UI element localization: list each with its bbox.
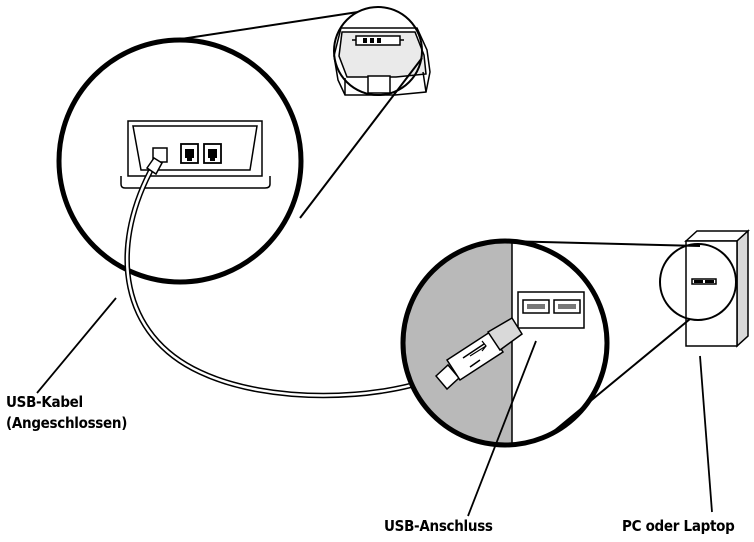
pc-zoom-line-bottom xyxy=(547,318,691,437)
pc-zoom-line-top xyxy=(504,240,701,247)
pc-label: PC oder Laptop xyxy=(622,517,735,535)
dock-zoom-circle xyxy=(56,37,304,285)
pc-port-zoom-circle xyxy=(400,238,610,448)
usb-port-label: USB-Anschluss xyxy=(384,517,493,535)
usb-cable-label-line1: USB-Kabel xyxy=(6,393,83,411)
usb-cable-label-line2: (Angeschlossen) xyxy=(6,414,128,432)
zoom-source-circle-pc xyxy=(659,243,737,321)
device-dock-small xyxy=(333,27,431,96)
zoom-source-circle-dock xyxy=(333,6,423,96)
leader-line-pc xyxy=(699,355,713,513)
usb-cable-label: USB-Kabel (Angeschlossen) xyxy=(6,392,127,434)
usb-cable xyxy=(124,156,440,399)
leader-line-usb-cable xyxy=(36,297,117,394)
zoom-line-top xyxy=(167,11,359,42)
zoom-line-bottom xyxy=(299,57,423,219)
leader-line-usb-port xyxy=(467,340,537,517)
